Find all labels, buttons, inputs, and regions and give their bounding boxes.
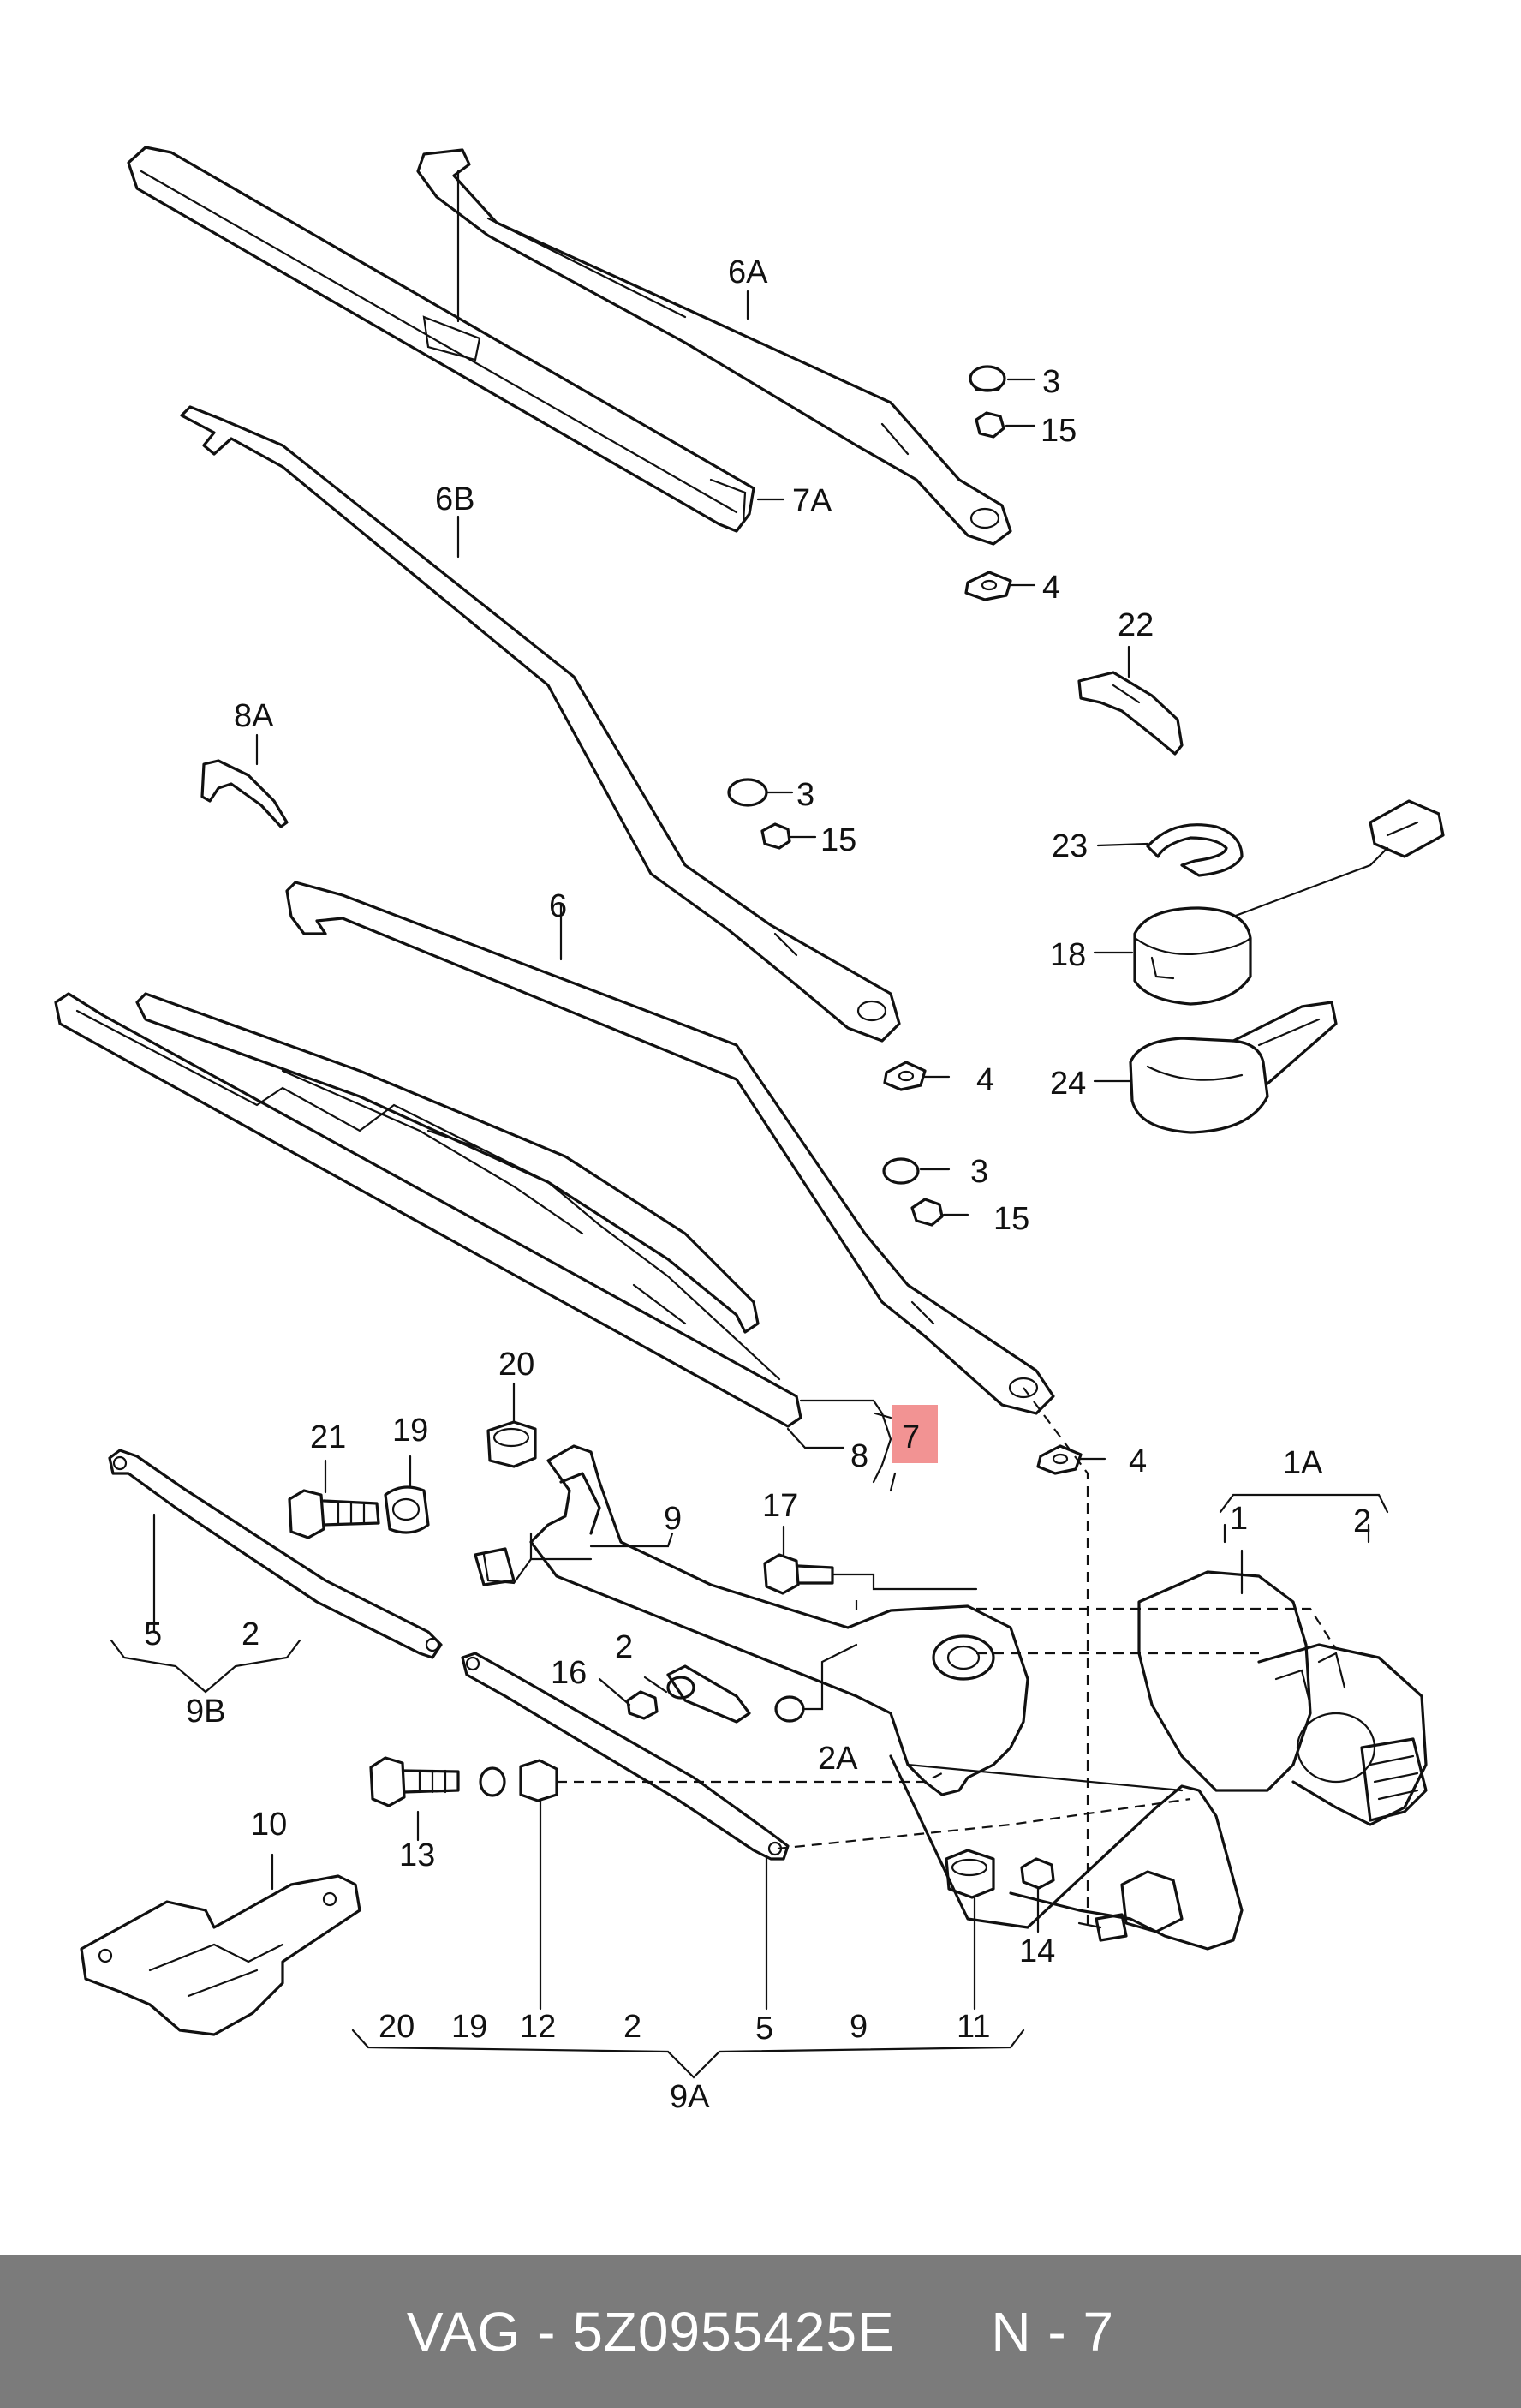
label-18: 18 [1050,937,1086,973]
label-4-middle: 4 [976,1062,994,1098]
group-label-11: 11 [957,2009,990,2045]
nut-16[interactable] [626,1690,659,1720]
group-label-2: 2 [623,2009,641,2045]
nut-14[interactable] [1020,1857,1055,1890]
label-8A: 8A [234,698,274,734]
brand-name: VAG [406,2300,522,2363]
group-label-9: 9 [850,2009,868,2045]
label-4-lower: 4 [1129,1443,1147,1479]
label-3-lower: 3 [970,1154,988,1190]
bracket-22[interactable] [1077,671,1184,756]
group-label-12: 12 [520,2009,556,2045]
wiper-blade-8[interactable] [54,992,802,1428]
cap-3-lower[interactable] [882,1157,920,1185]
nut-15-lower[interactable] [910,1198,944,1227]
bolt-17[interactable] [763,1553,834,1595]
linkage-frame-9[interactable] [474,1444,1244,1951]
label-2A: 2A [818,1741,858,1777]
bolt-13[interactable] [369,1756,460,1807]
cover-24[interactable] [1129,1001,1338,1134]
group-label-5: 5 [755,2011,773,2047]
label-10: 10 [251,1807,287,1843]
nut-15-middle[interactable] [760,822,791,850]
bracket-10[interactable] [80,1874,361,2036]
label-9B: 9B [186,1694,225,1730]
label-17: 17 [762,1488,798,1524]
parts-diagram: 6A 7A 6B 8A 6 3 15 4 22 3 15 4 23 18 24 … [54,146,1445,2115]
grommet-12[interactable] [519,1759,558,1802]
label-5-left: 5 [144,1616,162,1652]
label-9-top: 9 [664,1501,682,1537]
grommet-11[interactable] [945,1849,995,1899]
label-6A: 6A [728,254,768,290]
label-19-top: 19 [392,1413,428,1449]
group-label-19: 19 [451,2009,487,2045]
ring-23[interactable] [1146,823,1244,877]
label-24: 24 [1050,1066,1086,1102]
grommet-20[interactable] [486,1420,537,1468]
cap-3-upper[interactable] [969,365,1006,392]
washer-4-lower[interactable] [1036,1444,1083,1475]
label-1A: 1A [1283,1445,1323,1481]
group-label-20: 20 [379,2009,415,2045]
label-4-upper: 4 [1042,570,1060,606]
nut-15-upper[interactable] [975,411,1005,439]
cap-3-middle[interactable] [727,778,768,807]
label-2-top: 2 [1353,1503,1371,1539]
wiper-arm-6A[interactable] [416,148,1012,546]
label-15-lower: 15 [993,1201,1029,1237]
connection-lines [557,1387,1337,1927]
wiper-arm-6B[interactable] [180,405,901,1043]
label-14: 14 [1019,1933,1055,1969]
label-16: 16 [551,1655,587,1691]
label-15-upper: 15 [1041,413,1077,449]
part-number: 5Z0955425E [572,2300,895,2363]
leader-lines [110,290,1389,2079]
washer-4-upper[interactable] [964,571,1012,601]
label-6: 6 [549,888,567,924]
bushing-19[interactable] [384,1485,430,1534]
label-9A: 9A [670,2079,710,2115]
washer-2A[interactable] [774,1695,805,1723]
washer-4-middle[interactable] [883,1061,927,1091]
label-8: 8 [850,1438,868,1474]
label-3-upper: 3 [1042,364,1060,400]
label-2-left: 2 [242,1616,259,1652]
label-21: 21 [310,1419,346,1455]
wiper-blade-7A[interactable] [127,146,755,533]
clip-8A[interactable] [200,733,289,828]
callout-labels: 6A 7A 6B 8A 6 3 15 4 22 3 15 4 23 18 24 … [144,254,1371,2115]
label-3-middle: 3 [796,777,814,813]
wiper-motor-1[interactable] [1137,1570,1428,1826]
label-20-top: 20 [498,1347,534,1383]
sensor-housing-18[interactable] [1133,799,1445,1006]
washer-19-lower[interactable] [479,1766,506,1797]
label-22: 22 [1118,607,1154,643]
rod-5-lower[interactable] [461,1652,790,1861]
label-1: 1 [1230,1501,1248,1537]
callout-highlight [892,1405,938,1463]
label-7A: 7A [792,483,832,519]
label-15-middle: 15 [820,822,856,858]
label-2-mid: 2 [615,1629,633,1665]
label-13: 13 [399,1837,435,1873]
rod-9B[interactable] [108,1449,443,1659]
exploded-view: 6A 7A 6B 8A 6 3 15 4 22 3 15 4 23 18 24 … [54,146,1445,2115]
label-7: 7 [902,1419,920,1455]
part-number-footer: VAG - 5Z0955425E N - 7 [0,2255,1521,2408]
item-reference: N - 7 [991,2300,1115,2363]
wiper-arm-6[interactable] [285,881,1055,1415]
pin-2[interactable] [666,1664,751,1724]
label-23: 23 [1052,828,1088,864]
bolt-21[interactable] [288,1489,380,1539]
label-6B: 6B [435,481,474,517]
